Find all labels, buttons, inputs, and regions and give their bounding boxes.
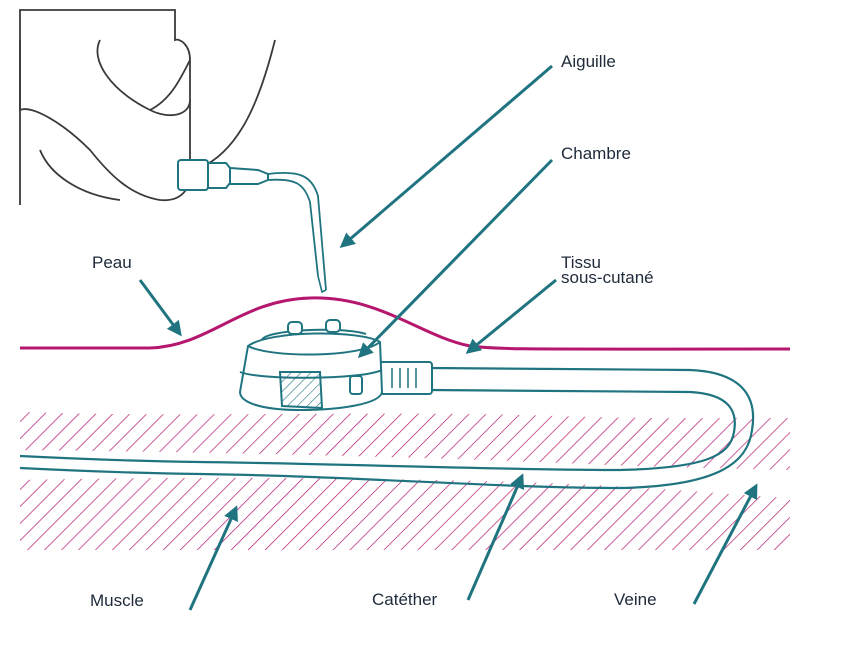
label-chambre: Chambre (561, 144, 631, 163)
label-aiguille: Aiguille (561, 52, 616, 71)
arrow-peau (138, 279, 182, 337)
label-peau: Peau (92, 253, 132, 272)
label-veine: Veine (614, 590, 657, 609)
label-tissu-line2: sous-cutané (561, 268, 654, 287)
arrow-muscle (188, 505, 238, 611)
label-muscle: Muscle (90, 591, 144, 610)
arrow-aiguille (339, 64, 553, 248)
huber-needle-icon (177, 159, 327, 294)
label-catheter: Catéther (372, 590, 438, 609)
port-chamber-icon (238, 319, 433, 412)
skin-line (20, 296, 791, 351)
arrow-chambre (357, 158, 554, 359)
arrow-catheter (466, 473, 525, 601)
catheter-tube (19, 366, 755, 490)
arrow-tissu (465, 278, 557, 354)
hand-illustration (19, 9, 276, 205)
arrow-veine (692, 483, 758, 605)
label-tissu-line1: Tissu (561, 253, 601, 272)
muscle-layer (20, 412, 790, 550)
callout-arrows (138, 64, 758, 611)
